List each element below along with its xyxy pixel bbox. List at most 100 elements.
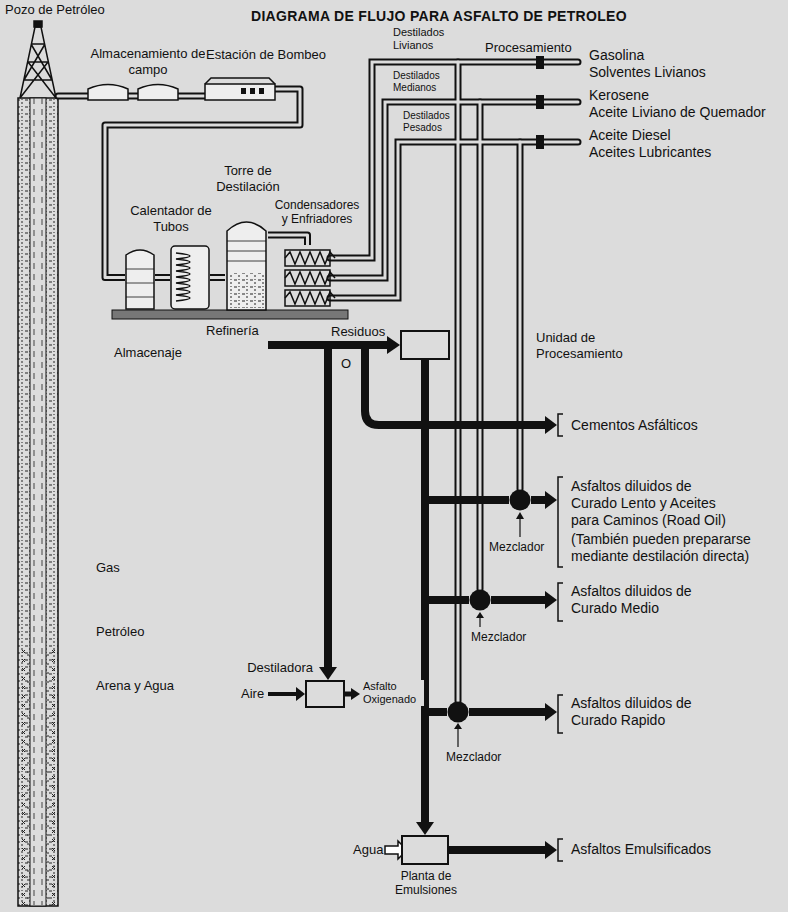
field-tanks-part bbox=[88, 85, 128, 101]
flow-label: Petróleo bbox=[95, 624, 145, 640]
residue-stroke bbox=[425, 360, 469, 600]
pipes-part bbox=[330, 102, 578, 278]
condenser-cooler-part bbox=[285, 245, 330, 310]
derrick-part bbox=[20, 27, 56, 98]
pipes-part bbox=[58, 93, 205, 100]
mixer-circle-part-part bbox=[448, 702, 469, 723]
output-arrowheads bbox=[545, 416, 557, 859]
flow-label: Agua bbox=[352, 842, 384, 858]
pipe-outer bbox=[210, 274, 225, 281]
tube-heater-part-part bbox=[171, 246, 209, 309]
flow-label: Asfaltos Emulsificados bbox=[570, 841, 712, 858]
flow-label: Aceites Lubricantes bbox=[588, 144, 712, 161]
node-label: Condensadores y Enfriadores bbox=[272, 198, 362, 227]
oil-well bbox=[18, 98, 58, 906]
tube-heater-part bbox=[170, 245, 210, 310]
arrowhead bbox=[387, 336, 400, 354]
pipes-part bbox=[330, 142, 578, 298]
distillation-tower: Torre de Destilación bbox=[225, 215, 268, 350]
tube-heater: Calentador de Tubos bbox=[170, 245, 210, 310]
storage-tank-part-part bbox=[126, 250, 154, 309]
node-label: Torre de Destilación bbox=[207, 163, 289, 194]
pipe-inner bbox=[330, 102, 578, 278]
flow-label: Aceite Diesel bbox=[588, 127, 672, 144]
pipe-inner bbox=[330, 142, 578, 298]
pipe-connector bbox=[155, 277, 170, 278]
air-oxygen-arrows-part bbox=[296, 687, 305, 701]
distillation-tower-part-part bbox=[227, 241, 266, 261]
pipe-inner bbox=[268, 235, 308, 245]
storage-tank: Almacenaje bbox=[125, 245, 155, 310]
pipe-inner bbox=[457, 62, 460, 701]
mixer-circle: Mezclador bbox=[509, 489, 531, 511]
node-label: Mezclador bbox=[470, 630, 527, 644]
flow-label: Asfaltos diluidos de Curado Rapido bbox=[570, 695, 697, 729]
residue-stroke bbox=[268, 345, 328, 667]
pipe-junctions bbox=[536, 55, 544, 149]
pipe-connector bbox=[268, 235, 308, 245]
flow-label: Destilados Livianos bbox=[392, 26, 454, 52]
oil-well-part bbox=[30, 98, 46, 906]
mixer-circle-part-part bbox=[470, 590, 491, 611]
flow-label: O bbox=[340, 356, 352, 372]
pumping-station-part-part bbox=[205, 78, 275, 84]
storage-tank-part bbox=[125, 245, 155, 310]
flow-label: Asfalto Oxigenado bbox=[362, 680, 424, 706]
node-label: Mezclador bbox=[488, 540, 545, 554]
node-label: Calentador de Tubos bbox=[120, 203, 222, 234]
output-arrowheads-part bbox=[545, 703, 557, 721]
pipe-inner bbox=[330, 62, 578, 258]
mixer-leaders-part bbox=[457, 728, 458, 747]
residue-lines-part bbox=[365, 349, 545, 425]
node-label: Unidad de Procesamiento bbox=[535, 330, 637, 361]
node-label: Destiladora bbox=[246, 660, 314, 676]
storage-tank-part-part bbox=[126, 269, 154, 297]
residue-lines-part bbox=[449, 846, 545, 854]
residue-lines-part bbox=[531, 496, 545, 504]
distillation-tower-part-part bbox=[229, 273, 264, 308]
flow-label: Destilados Medianos bbox=[392, 70, 454, 94]
flow-label: Kerosene bbox=[588, 87, 650, 104]
pipes-part bbox=[330, 62, 578, 258]
distillation-tower-part-part bbox=[227, 222, 266, 310]
field-tanks bbox=[88, 85, 178, 101]
flow-label: Arena y Agua bbox=[95, 678, 175, 694]
pipes-part bbox=[477, 102, 484, 589]
process-box: Unidad de Procesamiento bbox=[400, 330, 450, 360]
brackets bbox=[558, 414, 563, 861]
mixer-leaders-part bbox=[519, 516, 520, 537]
arrowhead bbox=[319, 667, 337, 680]
flow-label: Destilados Pesados bbox=[402, 110, 454, 134]
pipe-junctions-part bbox=[536, 135, 544, 149]
distillation-tower-part bbox=[225, 215, 268, 350]
flow-label: Cementos Asfálticos bbox=[570, 417, 699, 434]
pipe-inner bbox=[519, 142, 522, 489]
field-tanks-part bbox=[138, 85, 178, 101]
pipes-part bbox=[517, 142, 524, 489]
mixer-leaders-part bbox=[476, 612, 484, 618]
mixer-circle-part bbox=[469, 589, 491, 611]
flow-label: Aceite Liviano de Quemador bbox=[588, 104, 767, 121]
arrowhead bbox=[416, 822, 434, 835]
residue-lines-part bbox=[469, 708, 545, 716]
process-box: Planta de Emulsiones bbox=[401, 835, 449, 865]
brackets-part bbox=[558, 839, 563, 861]
node-label: Mezclador bbox=[445, 750, 502, 764]
flow-label: Pozo de Petróleo bbox=[4, 2, 106, 18]
flow-label: Procesamiento bbox=[484, 40, 573, 56]
pumping-station-part bbox=[205, 78, 275, 100]
flow-label: Asfaltos diluidos de Curado Lento y Acei… bbox=[570, 478, 732, 528]
flow-label: Refinería bbox=[205, 323, 260, 339]
pipe-inner bbox=[155, 276, 170, 279]
output-arrowheads-part bbox=[545, 491, 557, 509]
residue-line bbox=[425, 360, 469, 600]
air-oxygen-arrows-part bbox=[268, 692, 297, 696]
mixer-circle-part bbox=[509, 489, 531, 511]
pumping-station-part-part bbox=[250, 88, 255, 94]
air-oxygen-arrows-part bbox=[351, 688, 360, 700]
pipe-junctions-part bbox=[536, 55, 544, 69]
pipe-inner bbox=[210, 276, 225, 279]
brackets-part bbox=[558, 414, 563, 436]
pipes bbox=[58, 62, 578, 701]
